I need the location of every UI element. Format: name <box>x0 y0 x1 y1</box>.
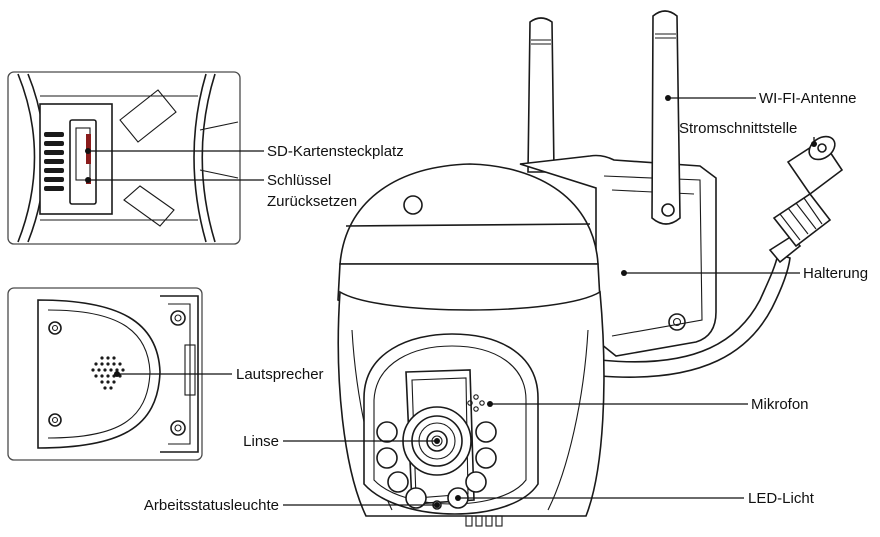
sd-slot-inset <box>7 71 241 245</box>
power-connector <box>768 135 844 264</box>
microphone-holes <box>467 394 485 412</box>
led-array-left <box>376 421 427 509</box>
power-cable <box>599 252 791 378</box>
label-bracket: Halterung <box>803 265 868 282</box>
label-led-light: LED-Licht <box>748 490 815 507</box>
label-wifi-antenna: WI-FI-Antenne <box>759 90 857 107</box>
speaker-inset <box>7 287 203 461</box>
label-sd-slot: SD-Kartensteckplatz <box>267 143 404 160</box>
label-speaker: Lautsprecher <box>236 366 324 383</box>
camera-dome <box>337 163 601 313</box>
labels: WI-FI-Antenne Stromschnittstelle Halteru… <box>144 90 868 514</box>
camera-illustration <box>337 10 844 527</box>
label-reset-key-line1: Schlüssel <box>267 172 331 189</box>
label-microphone: Mikrofon <box>751 396 809 413</box>
leader-lines <box>85 95 817 508</box>
label-status-light: Arbeitsstatusleuchte <box>144 497 279 514</box>
wifi-antenna-back <box>527 17 555 173</box>
wifi-antenna-front <box>651 10 681 225</box>
label-lens: Linse <box>243 433 279 450</box>
bottom-vents <box>465 515 503 527</box>
label-reset-key-line2: Zurücksetzen <box>267 193 357 210</box>
label-power-interface: Stromschnittstelle <box>679 120 797 137</box>
